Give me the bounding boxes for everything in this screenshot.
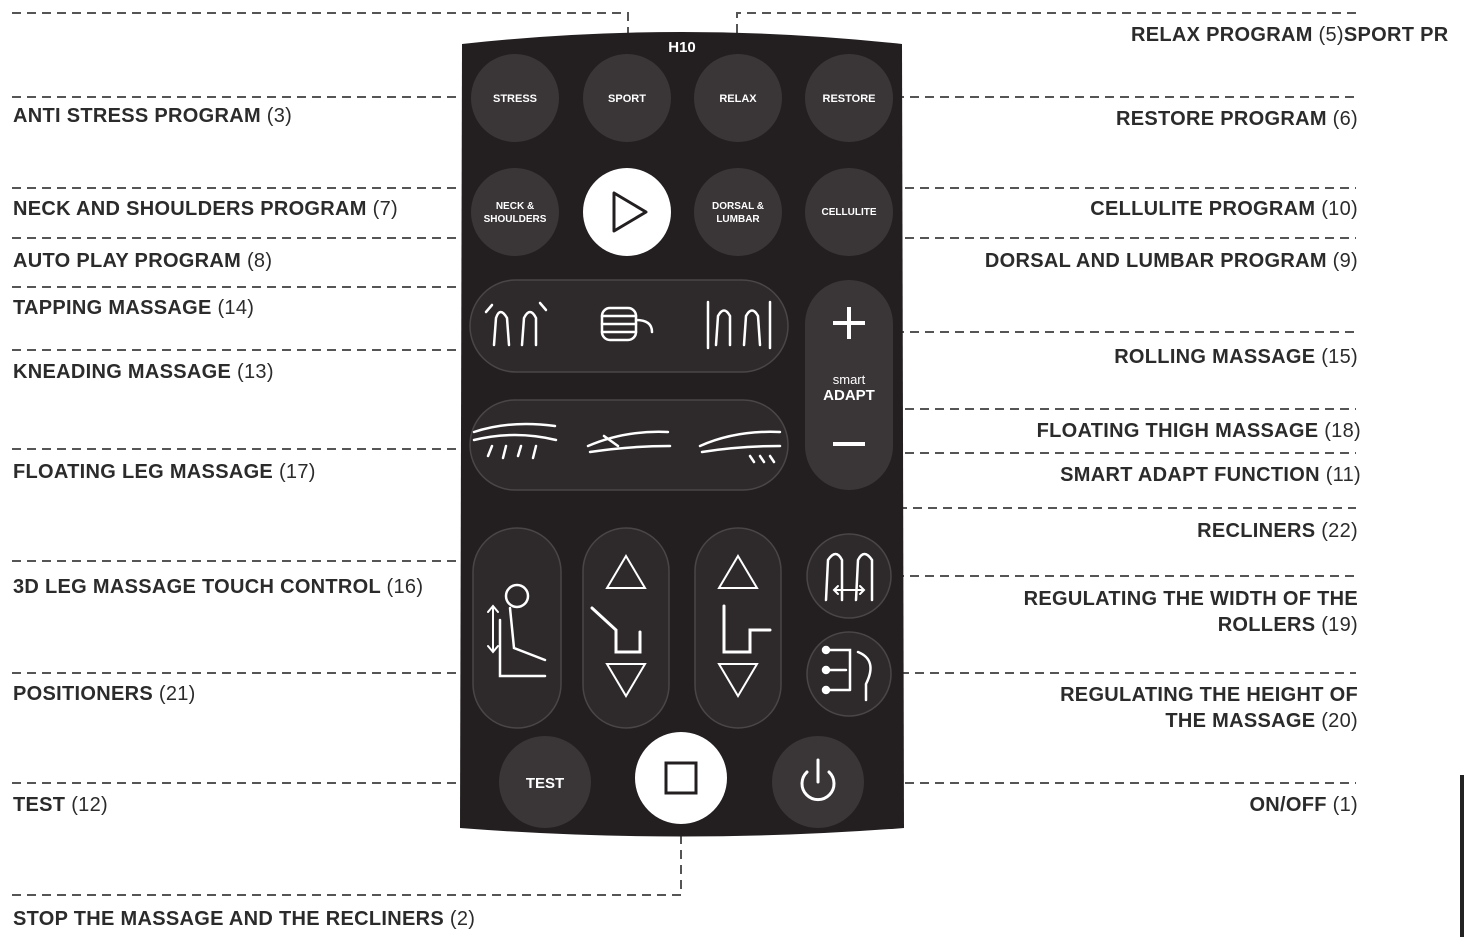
power-button[interactable]: [772, 736, 864, 828]
auto-play-button[interactable]: [583, 168, 671, 256]
label-positioners: POSITIONERS (21): [13, 683, 196, 705]
dorsal-lumbar-button[interactable]: DORSAL & LUMBAR: [694, 168, 782, 256]
label-recliners: RECLINERS (22): [1197, 520, 1358, 542]
svg-text:RESTORE: RESTORE: [823, 93, 876, 105]
label-kneading: KNEADING MASSAGE (13): [13, 361, 274, 383]
smart-adapt-control: smart ADAPT: [805, 280, 893, 490]
rolling-massage-button[interactable]: [700, 288, 776, 364]
triangle-up-icon: [717, 554, 759, 589]
label-anti-stress: ANTI STRESS PROGRAM (3): [13, 105, 293, 127]
svg-text:SPORT: SPORT: [608, 93, 646, 105]
triangle-up-icon: [605, 554, 647, 589]
label-relax: RELAX PROGRAM (5)SPORT PR: [1131, 24, 1449, 46]
label-floating-leg: FLOATING LEG MASSAGE (17): [13, 461, 316, 483]
stop-button[interactable]: [635, 732, 727, 824]
recliner-2-control: [694, 527, 782, 729]
label-stop: STOP THE MASSAGE AND THE RECLINERS (2): [13, 908, 476, 930]
recliner-1-chair-icon: [590, 606, 642, 654]
label-restore: RESTORE PROGRAM (6): [1115, 108, 1358, 130]
label-on-off: ON/OFF (1): [1249, 794, 1358, 816]
hands-width-icon: [824, 552, 874, 602]
play-icon: [612, 191, 648, 233]
roller-width-button[interactable]: [806, 533, 892, 619]
sport-button[interactable]: SPORT: [583, 54, 671, 142]
floating-thigh-massage-button[interactable]: [586, 430, 672, 454]
floating-leg-icon: [472, 422, 558, 460]
label-tapping: TAPPING MASSAGE (14): [13, 297, 255, 319]
leg-massage-touch-control[interactable]: [472, 527, 562, 729]
recliner-2-down-button[interactable]: [717, 663, 759, 698]
smart-adapt-plus-button[interactable]: [833, 307, 865, 339]
plus-icon: [833, 307, 865, 339]
relax-button[interactable]: RELAX: [694, 54, 782, 142]
recliner-1-control: [582, 527, 670, 729]
floating-leg-massage-button[interactable]: [472, 422, 558, 460]
svg-text:ADAPT: ADAPT: [823, 387, 875, 404]
svg-text:SHOULDERS: SHOULDERS: [484, 214, 547, 225]
tapping-massage-button[interactable]: [589, 288, 665, 364]
massage-height-button[interactable]: [806, 631, 892, 717]
svg-text:NECK &: NECK &: [496, 201, 534, 212]
power-icon: [800, 770, 836, 802]
svg-text:CELLULITE: CELLULITE: [822, 207, 877, 218]
svg-text:STRESS: STRESS: [493, 93, 537, 105]
svg-text:DORSAL &: DORSAL &: [712, 201, 764, 212]
label-rolling: ROLLING MASSAGE (15): [1114, 346, 1358, 368]
recliner-1-down-button[interactable]: [605, 663, 647, 698]
label-dorsal-lumbar: DORSAL AND LUMBAR PROGRAM (9): [984, 250, 1358, 272]
svg-text:smart: smart: [833, 372, 866, 387]
stop-square-icon: [664, 761, 698, 795]
label-test: TEST (12): [13, 794, 108, 816]
recliner-1-up-button[interactable]: [605, 554, 647, 589]
label-3d-leg: 3D LEG MASSAGE TOUCH CONTROL (16): [13, 576, 424, 598]
floating-calf-icon: [698, 430, 782, 464]
test-button[interactable]: TEST: [499, 736, 591, 828]
svg-text:LUMBAR: LUMBAR: [716, 214, 760, 225]
tapping-fist-icon: [600, 306, 654, 342]
floating-massage-button[interactable]: [698, 430, 782, 464]
model-label: H10: [668, 39, 696, 56]
label-neck-shoulders: NECK AND SHOULDERS PROGRAM (7): [13, 198, 398, 220]
rolling-hands-icon: [706, 300, 772, 350]
recliner-2-chair-icon: [722, 604, 772, 654]
stress-button[interactable]: STRESS: [471, 54, 559, 142]
edge-mark: [1460, 775, 1464, 937]
triangle-down-icon: [717, 663, 759, 698]
label-cellulite: CELLULITE PROGRAM (10): [1090, 198, 1358, 220]
triangle-down-icon: [605, 663, 647, 698]
restore-button[interactable]: RESTORE: [805, 54, 893, 142]
label-auto-play: AUTO PLAY PROGRAM (8): [13, 250, 273, 272]
neck-shoulders-button[interactable]: NECK & SHOULDERS: [471, 168, 559, 256]
label-massage-height: REGULATING THE HEIGHT OF THE MASSAGE (20…: [1060, 684, 1358, 732]
cellulite-button[interactable]: CELLULITE: [805, 168, 893, 256]
svg-text:TEST: TEST: [526, 775, 564, 792]
svg-text:RELAX: RELAX: [719, 93, 757, 105]
label-roller-width: REGULATING THE WIDTH OF THE ROLLERS (19): [1023, 588, 1358, 636]
floating-thigh-icon: [586, 430, 672, 454]
seated-person-icon: [487, 583, 547, 678]
label-smart-adapt: SMART ADAPT FUNCTION (11): [1060, 464, 1361, 486]
kneading-massage-button[interactable]: [477, 288, 553, 364]
recliner-2-up-button[interactable]: [717, 554, 759, 589]
kneading-hands-icon: [484, 301, 548, 347]
massage-strip-lower: [469, 399, 789, 491]
height-adjust-icon: [821, 645, 872, 702]
label-floating-thigh: FLOATING THIGH MASSAGE (18): [1036, 420, 1361, 442]
